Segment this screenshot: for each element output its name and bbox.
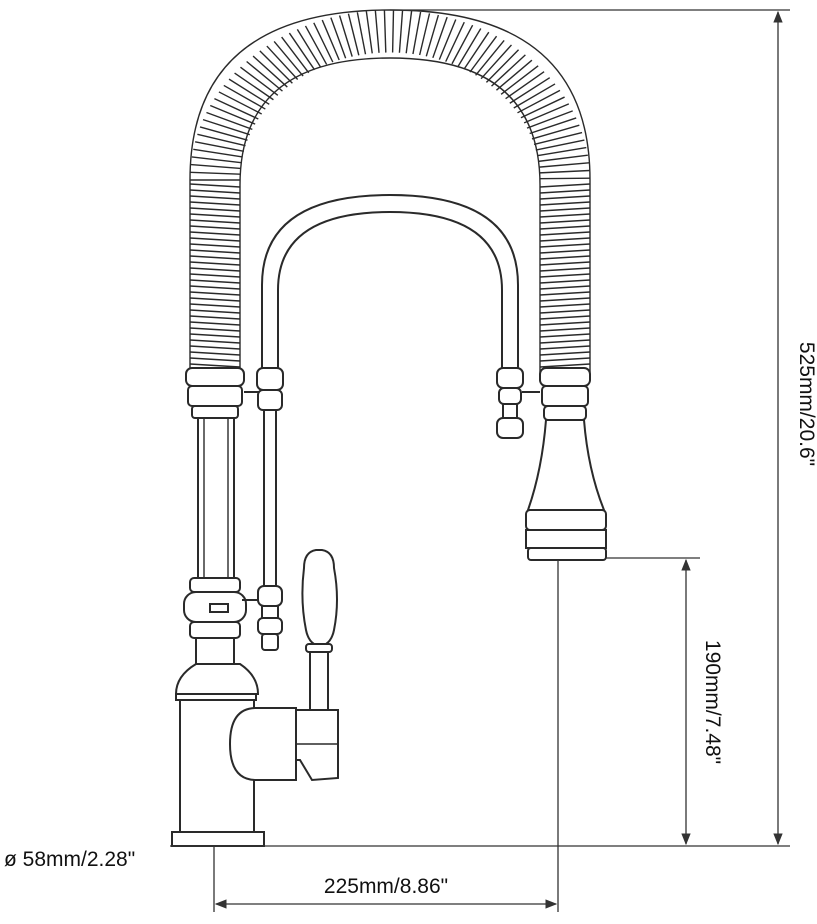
base-diameter-label: ø 58mm/2.28" xyxy=(4,848,135,871)
spout-height-label: 190mm/7.48" xyxy=(701,640,724,764)
reach-label: 225mm/8.86" xyxy=(324,875,448,898)
dimension-spout-height: 190mm/7.48" xyxy=(606,557,724,846)
dimension-reach: 225mm/8.86" xyxy=(213,560,559,912)
handle-lever xyxy=(228,549,339,782)
rod-clip-left xyxy=(242,367,284,651)
rod-clip-right xyxy=(496,367,540,439)
hose-coils xyxy=(189,10,591,368)
faucet-column xyxy=(171,367,265,847)
total-height-label: 525mm/20.6" xyxy=(795,342,817,466)
spring-hose xyxy=(189,9,591,372)
dimension-total-height: 525mm/20.6" xyxy=(390,9,817,846)
spout-arc xyxy=(261,193,519,372)
spray-head xyxy=(525,367,607,561)
dimension-base-diameter: ø 58mm/2.28" xyxy=(4,848,135,871)
